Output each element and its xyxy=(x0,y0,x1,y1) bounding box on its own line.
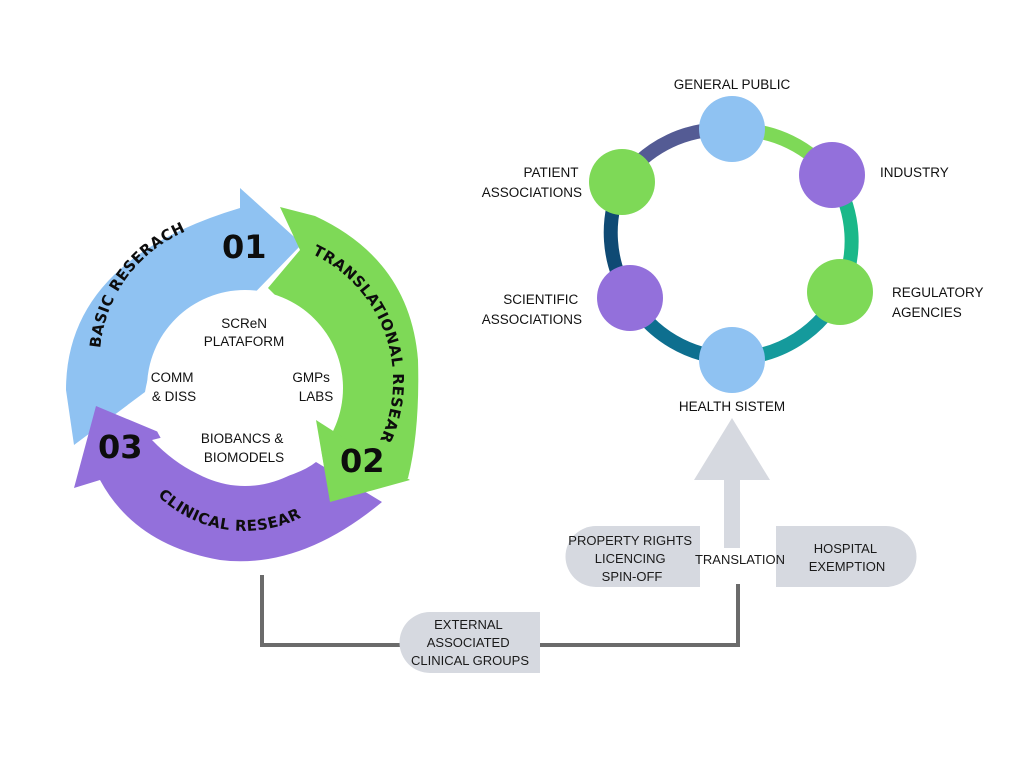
label-hospital-exemption: HOSPITAL EXEMPTION xyxy=(809,541,886,574)
translation-block: PROPERTY RIGHTS LICENCING SPIN-OFF TRANS… xyxy=(565,418,917,587)
node-patient-associations xyxy=(589,149,655,215)
label-property-rights: PROPERTY RIGHTS LICENCING SPIN-OFF xyxy=(568,533,695,584)
step-number-03: 03 xyxy=(98,428,143,466)
research-cycle: BASIC RESERACH TRANSLATIONAL RESEARCH CL… xyxy=(0,0,419,562)
node-scientific-associations xyxy=(597,265,663,331)
pill-property-rights xyxy=(565,526,700,587)
pill-hospital-exemption xyxy=(776,526,917,587)
stakeholder-network: GENERAL PUBLIC INDUSTRY REGULATORY AGENC… xyxy=(482,77,987,414)
label-scientific-associations: SCIENTIFIC ASSOCIATIONS xyxy=(482,292,582,327)
node-regulatory-agencies xyxy=(807,259,873,325)
node-general-public xyxy=(699,96,765,162)
cycle-center xyxy=(147,290,343,486)
pill-external-groups xyxy=(399,612,540,673)
center-label-comm: COMM & DISS xyxy=(151,370,198,404)
center-label-biobancs: BIOBANCS & BIOMODELS xyxy=(201,431,287,465)
label-general-public: GENERAL PUBLIC xyxy=(674,77,791,92)
label-external-groups: EXTERNAL ASSOCIATED CLINICAL GROUPS xyxy=(411,617,529,668)
step-number-01: 01 xyxy=(222,228,267,266)
label-patient-associations: PATIENT ASSOCIATIONS xyxy=(482,165,582,200)
step-number-02: 02 xyxy=(340,442,385,480)
translational-arrow-tip xyxy=(316,420,410,502)
up-arrow xyxy=(694,418,770,548)
external-connector: EXTERNAL ASSOCIATED CLINICAL GROUPS xyxy=(260,575,740,673)
label-industry: INDUSTRY xyxy=(880,165,949,180)
center-label-screen: SCReN PLATAFORM xyxy=(204,316,285,349)
label-regulatory-agencies: REGULATORY AGENCIES xyxy=(892,285,987,320)
label-health-system: HEALTH SISTEM xyxy=(679,399,785,414)
node-health-system xyxy=(699,327,765,393)
label-translation: TRANSLATION xyxy=(695,552,785,567)
translational-research-arrow xyxy=(268,207,419,500)
center-label-gmps: GMPs LABS xyxy=(292,370,333,404)
node-industry xyxy=(799,142,865,208)
